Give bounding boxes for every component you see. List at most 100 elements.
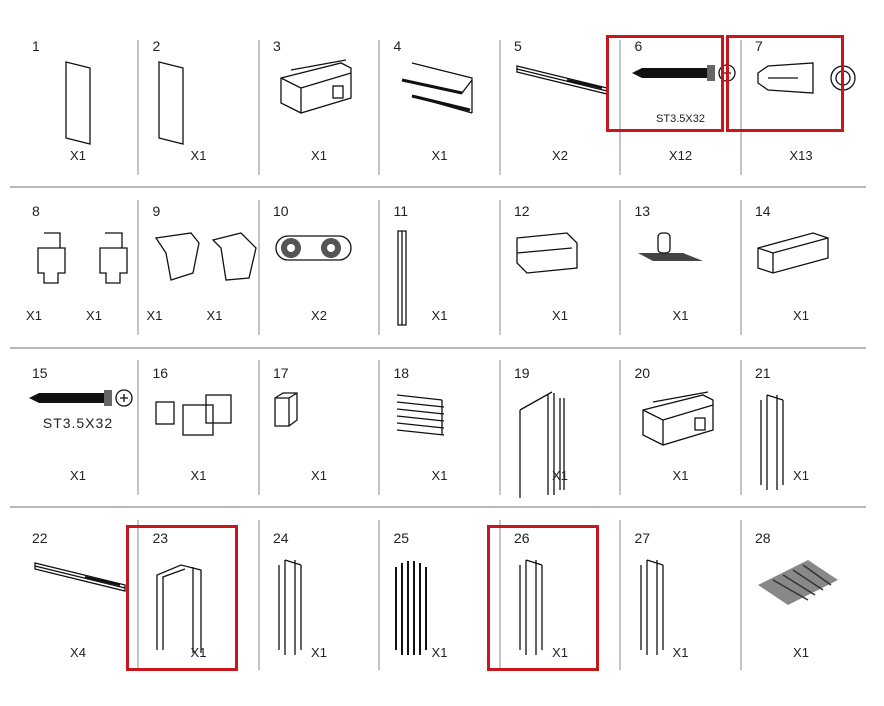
quantity-label: X1 [146,308,163,323]
column-divider [498,40,501,175]
part-number: 17 [273,365,289,381]
stopper-icon [633,228,713,273]
bracket-pair-icon [30,228,140,293]
part-number: 28 [755,530,771,546]
column-divider [619,40,621,175]
part-number: 15 [32,365,48,381]
quantity-label: X1 [190,645,207,660]
column-divider [137,360,139,495]
quantity-label: X12 [668,148,693,163]
part-number: 7 [755,38,763,54]
part-number: 14 [755,203,771,219]
part-spec-label: ST3.5X32 [42,415,114,431]
quantity-label: X1 [793,468,809,483]
part-number: 3 [273,38,281,54]
part-number: 21 [755,365,771,381]
quantity-label: X1 [70,148,86,163]
column-divider [739,200,742,335]
bar-icon [512,58,612,103]
clip-pair-icon [151,228,261,293]
part-number: 25 [393,530,410,546]
part-number: 16 [152,365,169,381]
tall-channel-icon [753,390,793,495]
column-divider [739,40,742,175]
wedge-block-icon [753,555,843,620]
quantity-label: X1 [552,308,568,323]
roller-icon [271,228,361,273]
quantity-label: X13 [789,148,813,163]
column-divider [378,520,380,670]
tall-channel-icon [512,555,552,660]
column-divider [378,40,380,175]
part-number: 27 [634,530,651,546]
short-profile-icon [512,228,582,283]
column-divider [137,520,139,670]
part-number: 23 [152,530,169,546]
column-divider [137,200,139,335]
row-divider [10,506,866,508]
quantity-label: X1 [431,308,448,323]
panel-icon [58,58,98,153]
part-number: 11 [393,203,409,219]
quantity-label: X2 [311,308,327,323]
column-divider [257,200,260,335]
part-number: 19 [514,365,530,381]
part-number: 12 [514,203,530,219]
bar-icon [30,555,130,600]
part-number: 13 [634,203,651,219]
tall-profile-icon [512,390,572,505]
multi-channel-icon [392,555,432,660]
part-number: 18 [393,365,410,381]
quantity-label: X1 [552,645,568,660]
column-divider [257,520,260,670]
tall-channel-icon [633,555,673,660]
part-number: 2 [152,38,161,54]
part-number: 22 [32,530,48,546]
highlight-box [125,525,238,671]
row-divider [10,186,866,188]
part-number: 9 [152,203,161,219]
column-divider [498,360,501,495]
quantity-label: X1 [672,645,689,660]
column-divider [498,200,501,335]
column-divider [739,520,742,670]
panel-icon [151,58,191,153]
u-profile-icon [151,555,211,660]
row-divider [10,347,866,349]
quantity-label: X1 [793,308,809,323]
vertical-strip-icon [392,228,412,333]
quantity-label: X1 [431,468,448,483]
highlight-box [726,35,844,132]
quantity-label: X2 [552,148,568,163]
tall-channel-icon [271,555,311,660]
quantity-label: X1 [70,468,86,483]
part-spec-label: ST3.5X32 [656,113,705,125]
part-number: 10 [273,203,289,219]
rail-profile-icon [271,58,361,133]
cube-cap-icon [271,390,301,435]
part-number: 1 [32,38,40,54]
quantity-label: X1 [311,148,327,163]
column-divider [137,40,139,175]
column-divider [619,360,621,495]
end-caps-icon [151,390,251,445]
